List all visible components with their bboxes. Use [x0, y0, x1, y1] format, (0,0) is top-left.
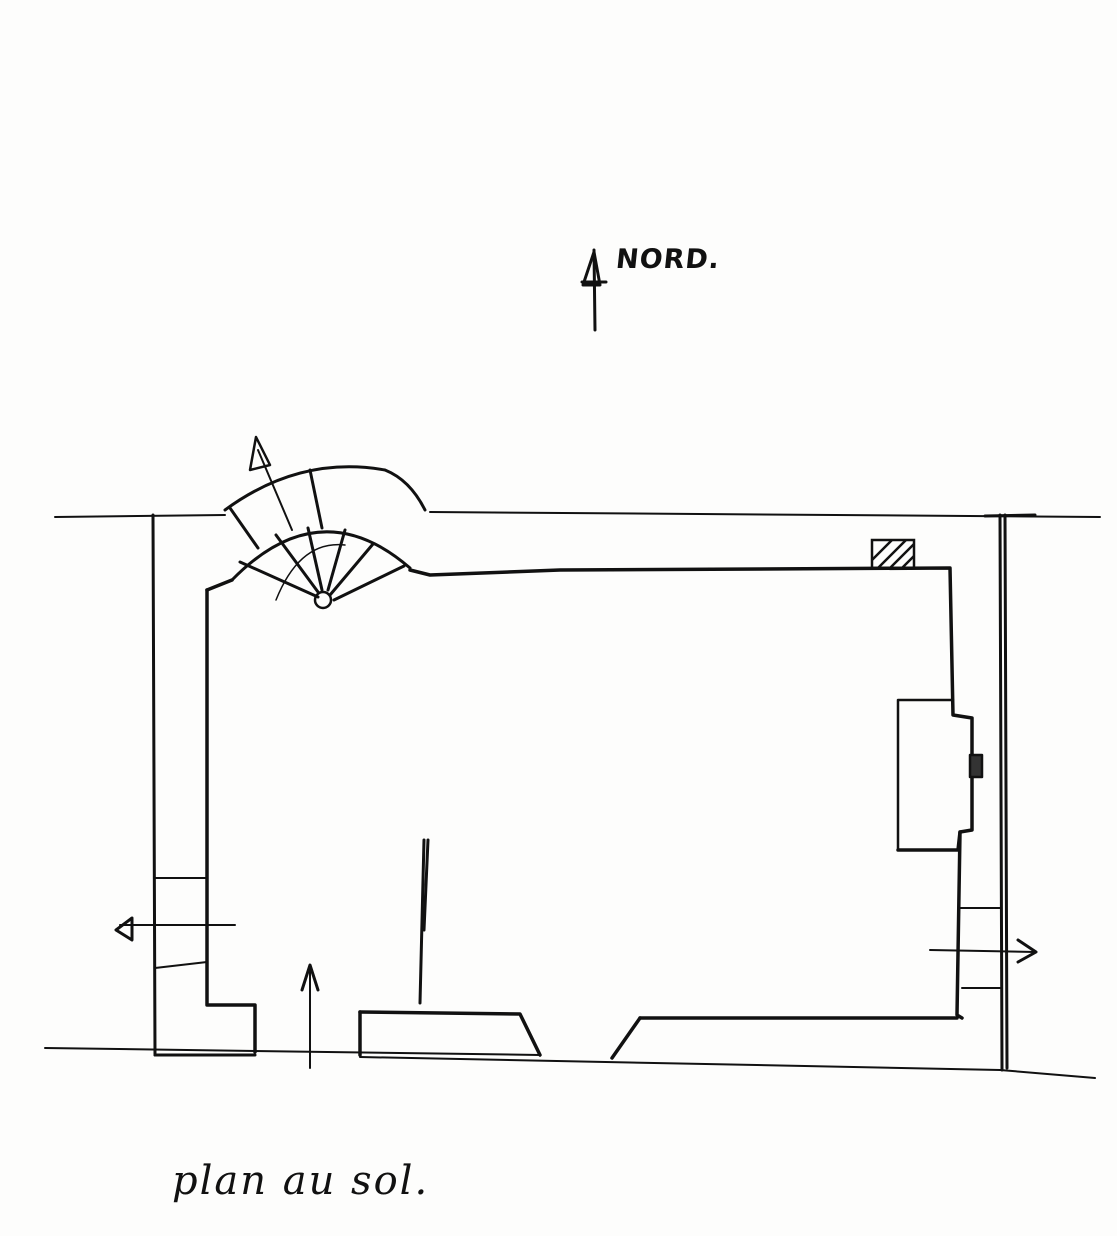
bottom-door [300, 963, 320, 1069]
site-lines [44, 511, 1101, 1079]
right-door [929, 907, 1038, 989]
spiral-staircase [223, 435, 427, 610]
chimney-hatch-icon [870, 538, 916, 570]
left-door [114, 877, 236, 969]
outer-walls [151, 513, 1037, 1072]
north-label: NORD. [614, 244, 722, 275]
fireplace [896, 698, 984, 852]
north-arrow-icon [580, 248, 608, 332]
drawing-caption: plan au sol. [172, 1158, 430, 1204]
interior-partition [418, 838, 430, 1005]
inner-walls [205, 566, 974, 1060]
